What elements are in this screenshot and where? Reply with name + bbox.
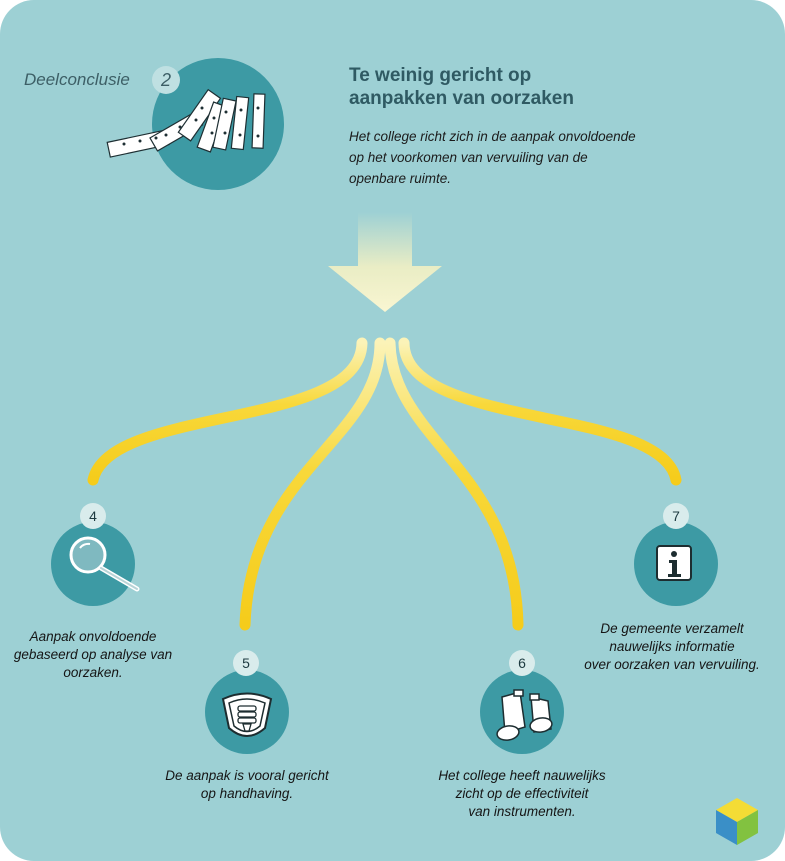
- caption-line: Het college heeft nauwelijks: [438, 768, 606, 783]
- title-line: Te weinig gericht op: [349, 65, 532, 86]
- magnifier-icon: [69, 536, 140, 592]
- caption-line: van instrumenten.: [468, 804, 576, 819]
- caption-line: nauwelijks informatie: [609, 639, 735, 654]
- police-badge-icon: [221, 692, 273, 737]
- cube-logo-icon: [716, 798, 758, 845]
- info-icon: [656, 545, 692, 581]
- title-line: aanpakken van oorzaken: [349, 88, 574, 109]
- caption-line: oorzaken.: [63, 665, 123, 680]
- subtitle-line: openbare ruimte.: [349, 171, 452, 186]
- finding-caption-4: Aanpak onvoldoende gebaseerd op analyse …: [0, 628, 203, 682]
- branch-lines: [87, 337, 682, 631]
- section-number: 2: [152, 66, 180, 94]
- branch-line-4: [87, 337, 368, 486]
- finding-number-5: 5: [233, 650, 259, 676]
- caption-line: zicht op de effectiviteit: [455, 786, 589, 801]
- caption-line: Aanpak onvoldoende: [29, 629, 157, 644]
- finding-number-6: 6: [509, 650, 535, 676]
- caption-line: op handhaving.: [200, 786, 294, 801]
- binoculars-icon: [496, 689, 553, 741]
- caption-line: De aanpak is vooral gericht: [165, 768, 329, 783]
- caption-line: De gemeente verzamelt: [600, 621, 744, 636]
- subtitle-line: Het college richt zich in de aanpak onvo…: [349, 129, 636, 144]
- branch-line-7: [398, 337, 682, 486]
- finding-number-7: 7: [663, 503, 689, 529]
- down-arrow-icon: [328, 212, 442, 312]
- caption-line: gebaseerd op analyse van: [13, 647, 173, 662]
- finding-caption-7: De gemeente verzamelt nauwelijks informa…: [562, 620, 782, 674]
- branch-line-6: [384, 337, 524, 631]
- domino-icon: [106, 88, 266, 158]
- section-label: Deelconclusie: [24, 70, 130, 89]
- finding-number-4: 4: [80, 503, 106, 529]
- caption-line: over oorzaken van vervuiling.: [584, 657, 760, 672]
- finding-caption-5: De aanpak is vooral gericht op handhavin…: [132, 767, 362, 803]
- page-title: Te weinig gericht op aanpakken van oorza…: [349, 64, 729, 110]
- finding-caption-6: Het college heeft nauwelijks zicht op de…: [407, 767, 637, 821]
- page-subtitle: Het college richt zich in de aanpak onvo…: [349, 126, 729, 189]
- branch-line-5: [239, 337, 386, 631]
- subtitle-line: op het voorkomen van vervuiling van de: [349, 150, 588, 165]
